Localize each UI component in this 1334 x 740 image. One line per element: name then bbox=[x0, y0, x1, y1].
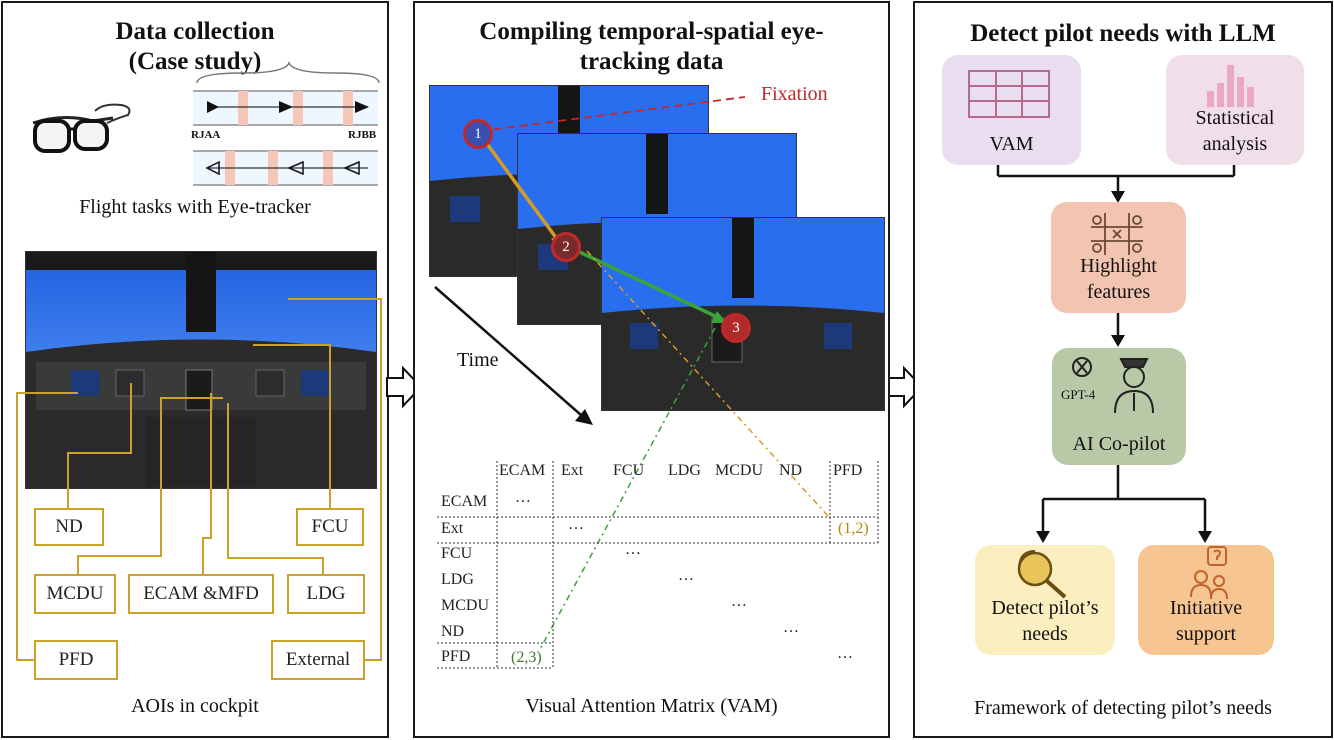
stat-line2: analysis bbox=[1202, 133, 1268, 155]
panel1-title-line1: Data collection bbox=[115, 18, 275, 45]
highlight-features-box: Highlight features bbox=[1051, 202, 1186, 313]
panel2-title-line2: tracking data bbox=[579, 48, 724, 75]
framework-caption: Framework of detecting pilot’s needs bbox=[974, 697, 1272, 719]
plane-icon bbox=[207, 101, 219, 113]
detect-line2: needs bbox=[1022, 623, 1068, 645]
fixation-marker-3: 3 bbox=[721, 313, 751, 343]
aoi-connector-lines bbox=[16, 298, 382, 661]
panel3-title: Detect pilot needs with LLM bbox=[970, 20, 1276, 47]
vam-col-fcu: FCU bbox=[613, 462, 645, 479]
fixation-marker-1: 1 bbox=[463, 119, 493, 149]
stat-line1: Statistical bbox=[1195, 107, 1275, 129]
aoi-ecam-mfd: ECAM &MFD bbox=[128, 574, 274, 614]
support-line2: support bbox=[1176, 623, 1236, 645]
vam-row-ecam: ECAM bbox=[441, 493, 488, 510]
ai-copilot-box: AI Co-pilot bbox=[1052, 348, 1186, 465]
panel2-title-line1: Compiling temporal-spatial eye- bbox=[479, 18, 824, 45]
detect-line1: Detect pilot’s bbox=[991, 597, 1099, 619]
highlight-line1: Highlight bbox=[1080, 255, 1157, 277]
vam-diag-dots: … bbox=[515, 489, 531, 506]
vam-diag-dots: … bbox=[731, 593, 747, 610]
airport-to: RJBB bbox=[348, 129, 377, 141]
vam-box-label: VAM bbox=[989, 133, 1034, 155]
vam-col-ext: Ext bbox=[561, 462, 584, 479]
vam-diag-dots: … bbox=[837, 645, 853, 662]
vam-diag-dots: … bbox=[678, 567, 694, 584]
time-label: Time bbox=[457, 349, 499, 371]
vam-col-pfd: PFD bbox=[833, 462, 863, 479]
flight-route-diagram bbox=[193, 60, 380, 186]
plane-icon bbox=[279, 101, 293, 113]
vam-caption: Visual Attention Matrix (VAM) bbox=[525, 695, 778, 717]
vam-cell-pfd-ecam: (2,3) bbox=[511, 649, 542, 666]
plane-icon bbox=[205, 160, 220, 176]
vam-row-nd: ND bbox=[441, 623, 465, 640]
vam-row-fcu: FCU bbox=[441, 545, 473, 562]
aoi-caption: AOIs in cockpit bbox=[131, 695, 259, 717]
aoi-mcdu: MCDU bbox=[34, 574, 116, 614]
plane-icon bbox=[287, 160, 304, 176]
support-line1: Initiative bbox=[1169, 597, 1243, 619]
panel1-title-line2: (Case study) bbox=[128, 48, 262, 75]
panel-detect-pilot-needs: Detect pilot needs with LLM VAM bbox=[913, 1, 1333, 738]
statistical-analysis-box: Statistical analysis bbox=[1166, 55, 1304, 165]
vam-grid bbox=[437, 461, 879, 669]
vam-diag-dots: … bbox=[568, 516, 584, 533]
vam-col-mcdu: MCDU bbox=[715, 462, 764, 479]
vam-diag-dots: … bbox=[783, 619, 799, 636]
initiative-support-box: Initiative support bbox=[1138, 545, 1274, 655]
fixation-marker-2: 2 bbox=[551, 232, 581, 262]
plane-icon bbox=[355, 101, 369, 113]
pilot-icon bbox=[1072, 357, 1154, 414]
panel-data-collection: Data collection (Case study) RJAA RJBB F… bbox=[1, 1, 389, 738]
vam-cell-ext-pfd: (1,2) bbox=[838, 520, 869, 537]
vam-row-pfd: PFD bbox=[441, 648, 471, 665]
table-grid-icon bbox=[968, 70, 1050, 118]
highlight-line2: features bbox=[1086, 281, 1151, 303]
aoi-fcu: FCU bbox=[296, 508, 364, 546]
aoi-ldg: LDG bbox=[287, 574, 365, 614]
tic-tac-toe-icon bbox=[1091, 213, 1143, 255]
aoi-pfd: PFD bbox=[34, 640, 118, 680]
vam-row-mcdu: MCDU bbox=[441, 597, 490, 614]
framework-connectors bbox=[996, 165, 1236, 543]
aoi-external: External bbox=[271, 640, 365, 680]
airport-from: RJAA bbox=[191, 129, 221, 141]
support-people-icon bbox=[1190, 546, 1228, 600]
gpt4-label: GPT-4 bbox=[1061, 387, 1096, 402]
aoi-nd: ND bbox=[34, 508, 104, 546]
copilot-label: AI Co-pilot bbox=[1072, 433, 1166, 455]
vam-col-nd: ND bbox=[779, 462, 803, 479]
vam-row-ext: Ext bbox=[441, 520, 464, 537]
vam-diag-dots: … bbox=[625, 541, 641, 558]
fixation-label: Fixation bbox=[761, 83, 828, 105]
brain-search-icon bbox=[1017, 550, 1067, 599]
panel-compiling-eye-tracking: Compiling temporal-spatial eye- tracking… bbox=[413, 1, 890, 738]
eye-tracker-glasses-icon bbox=[32, 103, 131, 153]
vam-box: VAM bbox=[942, 55, 1081, 165]
cockpit-image bbox=[25, 251, 377, 489]
bar-chart-icon bbox=[1207, 65, 1254, 107]
flight-tasks-caption: Flight tasks with Eye-tracker bbox=[79, 196, 311, 218]
plane-icon bbox=[343, 160, 360, 176]
vam-row-ldg: LDG bbox=[441, 571, 474, 588]
vam-col-ecam: ECAM bbox=[499, 462, 546, 479]
vam-col-ldg: LDG bbox=[668, 462, 701, 479]
